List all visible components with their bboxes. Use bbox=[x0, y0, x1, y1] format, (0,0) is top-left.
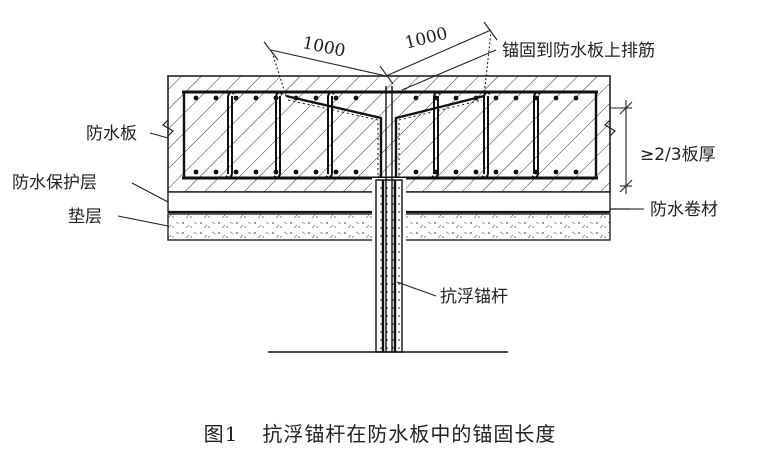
rebar-dot bbox=[553, 169, 559, 175]
rebar-cage bbox=[182, 90, 598, 180]
rebar-dot bbox=[273, 169, 279, 175]
rebar-dot bbox=[493, 95, 499, 101]
rebar-dot bbox=[533, 169, 539, 175]
rebar-dot bbox=[193, 169, 199, 175]
rebar-dot bbox=[553, 95, 559, 101]
rebar-dot bbox=[333, 95, 339, 101]
dimension-lines bbox=[263, 21, 498, 97]
label-membrane: 防水卷材 bbox=[650, 200, 718, 220]
rebar-dot bbox=[273, 95, 279, 101]
stirrup bbox=[481, 91, 491, 179]
rebar-dot bbox=[233, 95, 239, 101]
figure-caption: 图1 抗浮锚杆在防水板中的锚固长度 bbox=[0, 418, 760, 447]
rebar-dot bbox=[353, 169, 359, 175]
label-protective-layer: 防水保护层 bbox=[12, 173, 97, 193]
label-depth: ≥2/3板厚 bbox=[640, 145, 716, 165]
rebar-dot bbox=[253, 95, 259, 101]
dimension-right: 1000 bbox=[403, 24, 450, 54]
stirrup bbox=[225, 91, 235, 179]
rebar-dot bbox=[413, 95, 419, 101]
rebar-dot bbox=[493, 169, 499, 175]
label-anchor-rebar: 锚固到防水板上排筋 bbox=[502, 41, 655, 61]
rebar-dot bbox=[353, 95, 359, 101]
stirrup bbox=[431, 91, 441, 179]
depth-dimension bbox=[610, 100, 633, 194]
rebar-dot bbox=[213, 169, 219, 175]
rebar-dot bbox=[433, 95, 439, 101]
rebar-dot bbox=[253, 169, 259, 175]
rebar-dot bbox=[453, 169, 459, 175]
rebar-dot bbox=[433, 169, 439, 175]
rebar-dot bbox=[453, 95, 459, 101]
rebar-dot bbox=[573, 169, 579, 175]
stirrup bbox=[273, 91, 283, 179]
label-anchor-rod: 抗浮锚杆 bbox=[440, 287, 508, 307]
leader-lines bbox=[117, 49, 644, 297]
rebar-dot bbox=[313, 95, 319, 101]
dimension-left: 1000 bbox=[301, 33, 347, 62]
rebar-dot bbox=[573, 95, 579, 101]
rebar-dot bbox=[193, 95, 199, 101]
label-cushion: 垫层 bbox=[68, 207, 102, 227]
figure-title: 抗浮锚杆在防水板中的锚固长度 bbox=[262, 422, 557, 446]
rebar-dot bbox=[473, 169, 479, 175]
rebar-dot bbox=[413, 169, 419, 175]
rebar-dot bbox=[533, 95, 539, 101]
rebar-dot bbox=[333, 169, 339, 175]
anchor-diagram: 1000 1000 防水板 防水保护层 垫层 锚固到防水板上排筋 ≥2/3板厚 … bbox=[12, 21, 718, 353]
figure-number: 图1 bbox=[203, 422, 239, 446]
label-waterproof-slab: 防水板 bbox=[86, 124, 137, 144]
rebar-dot bbox=[513, 169, 519, 175]
rebar-dot bbox=[513, 95, 519, 101]
rebar-dot bbox=[233, 169, 239, 175]
stirrup bbox=[531, 91, 541, 179]
anchor-bent-bars bbox=[285, 94, 485, 180]
stirrup bbox=[325, 91, 335, 179]
anchor-rod bbox=[372, 86, 406, 353]
rebar-dot bbox=[293, 169, 299, 175]
rebar-dot bbox=[213, 95, 219, 101]
rebar-dot bbox=[313, 169, 319, 175]
